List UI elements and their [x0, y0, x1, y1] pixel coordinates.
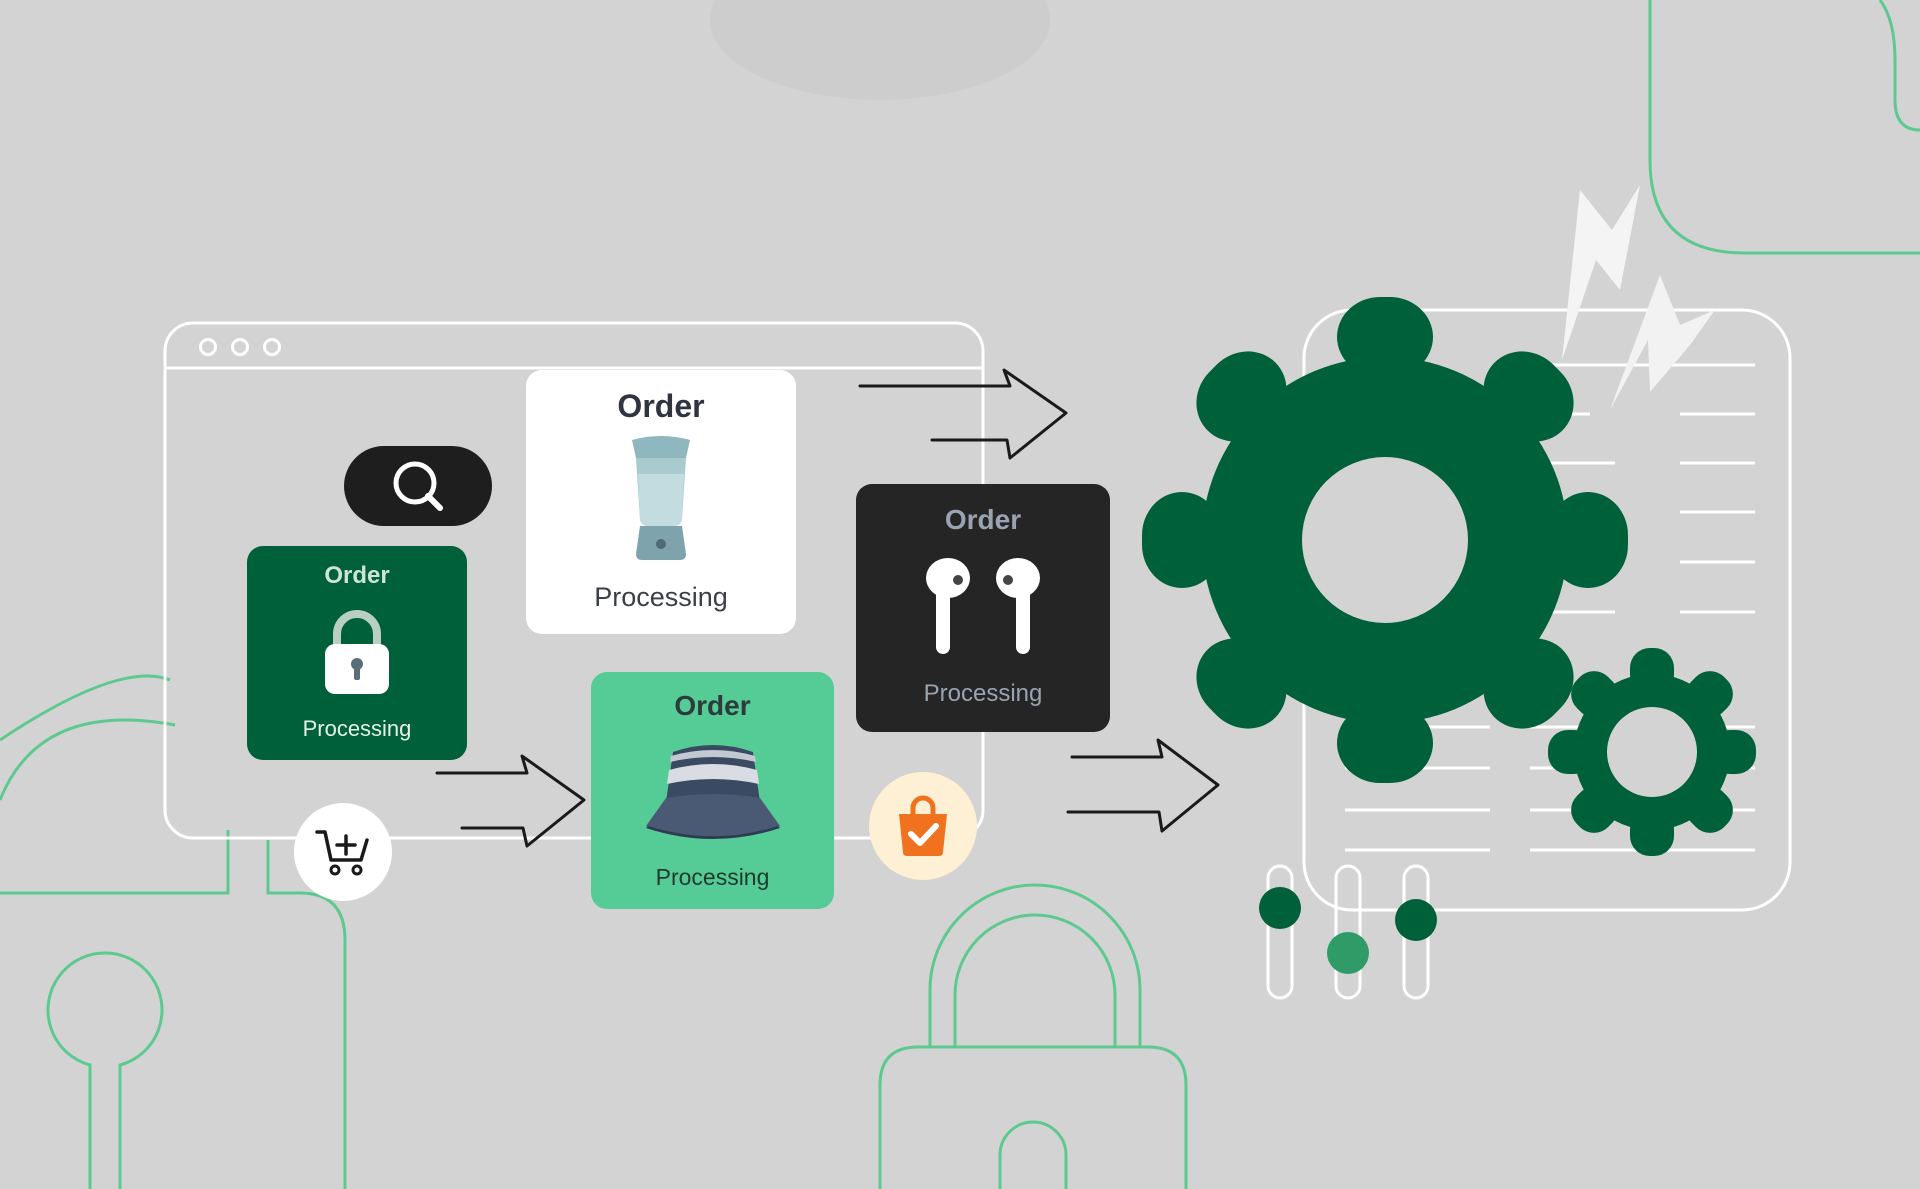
order-status: Processing	[594, 582, 728, 612]
order-title: Order	[617, 388, 705, 424]
gear-tooth	[1196, 351, 1287, 442]
order-card-lock[interactable]: Order Processing	[247, 546, 467, 760]
blender-bottle-icon	[632, 436, 690, 560]
order-title: Order	[324, 562, 390, 589]
gear-tooth	[1630, 810, 1674, 856]
window-dot	[263, 338, 281, 356]
lock-icon	[325, 610, 389, 694]
arrow-icon	[858, 368, 1068, 460]
slider-knob	[1259, 887, 1301, 929]
shopping-bag-check-icon	[899, 795, 947, 856]
gear-tooth	[1548, 492, 1628, 588]
gear-tooth	[1337, 703, 1433, 783]
order-status: Processing	[302, 716, 412, 741]
large-gear-icon	[1142, 297, 1628, 783]
slider-knob	[1395, 899, 1437, 941]
bucket-hat-icon	[646, 745, 780, 839]
order-card-bottle[interactable]: Order Processing	[526, 370, 796, 634]
gear-tooth	[1196, 638, 1287, 729]
cart-plus-icon	[315, 830, 369, 876]
search-button[interactable]	[344, 446, 492, 526]
gear-tooth	[1630, 648, 1674, 694]
gear-tooth	[1483, 351, 1574, 442]
order-title: Order	[944, 504, 1022, 535]
search-icon	[393, 461, 443, 511]
gear-tooth	[1571, 785, 1619, 833]
order-status: Processing	[923, 680, 1043, 707]
gear-tooth	[1548, 730, 1594, 774]
gear-tooth	[1571, 671, 1619, 719]
window-dot	[231, 338, 249, 356]
order-card-hat[interactable]: Order Processing	[591, 672, 834, 909]
arrow-icon	[435, 754, 586, 848]
window-dot	[199, 338, 217, 356]
arrow-icon	[1066, 738, 1220, 833]
small-gear-icon	[1548, 648, 1756, 856]
slider-knob	[1327, 932, 1369, 974]
gear-hole	[1607, 707, 1697, 797]
earbuds-icon	[926, 558, 1040, 654]
order-status: Processing	[655, 864, 770, 890]
order-title: Order	[674, 690, 751, 721]
add-to-cart-button[interactable]	[294, 803, 392, 901]
gear-tooth	[1685, 785, 1733, 833]
gear-tooth	[1142, 492, 1222, 588]
gear-tooth	[1685, 671, 1733, 719]
gear-tooth	[1483, 638, 1574, 729]
order-card-earbuds[interactable]: Order Processing	[856, 484, 1110, 732]
order-confirmed-badge	[869, 772, 977, 880]
gear-tooth	[1337, 297, 1433, 377]
gear-hole	[1302, 457, 1468, 623]
gear-tooth	[1710, 730, 1756, 774]
